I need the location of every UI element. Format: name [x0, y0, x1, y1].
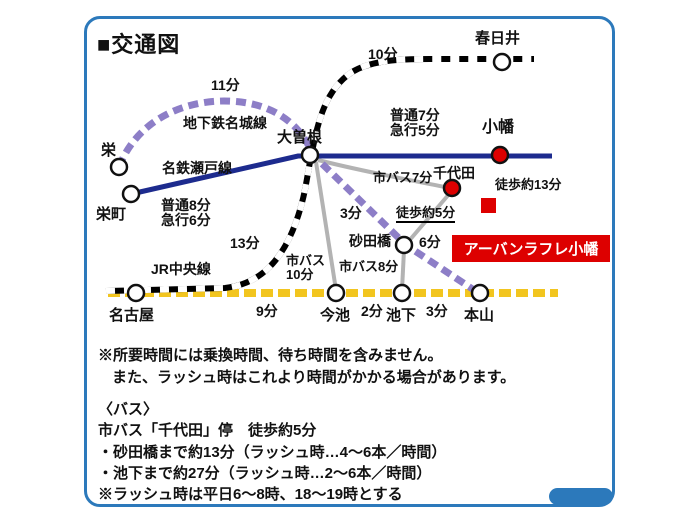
time-label-9min: 9分: [256, 303, 278, 319]
note-transfer-time: ※所要時間には乗換時間、待ち時間を含みません。: [98, 347, 443, 364]
line-label-jr-chuo: JR中央線: [151, 261, 211, 277]
station-label-sunadabashi: 砂田橋: [349, 233, 391, 249]
page-title: ■交通図: [97, 32, 181, 57]
property-name-banner: アーバンラフレ小幡: [452, 235, 610, 262]
station-label-sakae: 栄: [101, 142, 117, 159]
station-label-kasugai: 春日井: [475, 30, 521, 47]
bus-section-heading: 〈バス〉: [98, 401, 159, 418]
time-label-bus-10min: 市バス 10分: [286, 253, 326, 283]
time-label-bus-7min: 市バス7分: [373, 170, 433, 185]
time-label-obata-train: 普通7分 急行5分: [390, 107, 440, 139]
bus-stop-info: 市バス「千代田」停 徒歩約5分: [98, 422, 317, 439]
time-label-bus-6min: 6分: [419, 234, 441, 250]
time-label-jr-13min: 13分: [230, 235, 260, 251]
time-label-walk-5min: 徒歩約5分: [396, 205, 456, 224]
time-label-2min: 2分: [361, 303, 383, 319]
note-rush-hour: また、ラッシュ時はこれより時間がかかる場合があります。: [112, 369, 516, 386]
time-label-bus-8min: 市バス8分: [339, 259, 399, 274]
station-label-obata: 小幡: [482, 119, 515, 136]
time-label-meijo-3min: 3分: [340, 205, 362, 221]
time-label-3min: 3分: [426, 303, 448, 319]
station-label-motoyama: 本山: [464, 307, 495, 324]
station-label-ozone: 大曽根: [277, 129, 323, 146]
bus-item-ikeshita: ・池下まで約27分（ラッシュ時…2～6本／時間）: [98, 465, 432, 482]
bus-item-sunadabashi: ・砂田橋まで約13分（ラッシュ時…4～6本／時間）: [98, 444, 447, 461]
time-label-jr-10min: 10分: [368, 46, 398, 62]
station-label-ikeshita: 池下: [386, 307, 417, 324]
station-label-chiyoda: 千代田: [433, 165, 475, 181]
station-label-nagoya: 名古屋: [109, 307, 155, 324]
frame-corner-accent: [549, 488, 613, 505]
time-label-walk-13min: 徒歩約13分: [495, 177, 562, 192]
station-label-imaike: 今池: [320, 307, 351, 324]
station-label-sakaemachi: 栄町: [96, 206, 127, 223]
line-label-meijo: 地下鉄名城線: [183, 115, 267, 131]
bus-rush-hour-note: ※ラッシュ時は平日6～8時、18～19時とする: [98, 486, 403, 503]
time-label-seto-train: 普通8分 急行6分: [161, 197, 211, 229]
line-label-seto: 名鉄瀬戸線: [162, 160, 232, 176]
time-label-meijo-11min: 11分: [211, 77, 240, 93]
